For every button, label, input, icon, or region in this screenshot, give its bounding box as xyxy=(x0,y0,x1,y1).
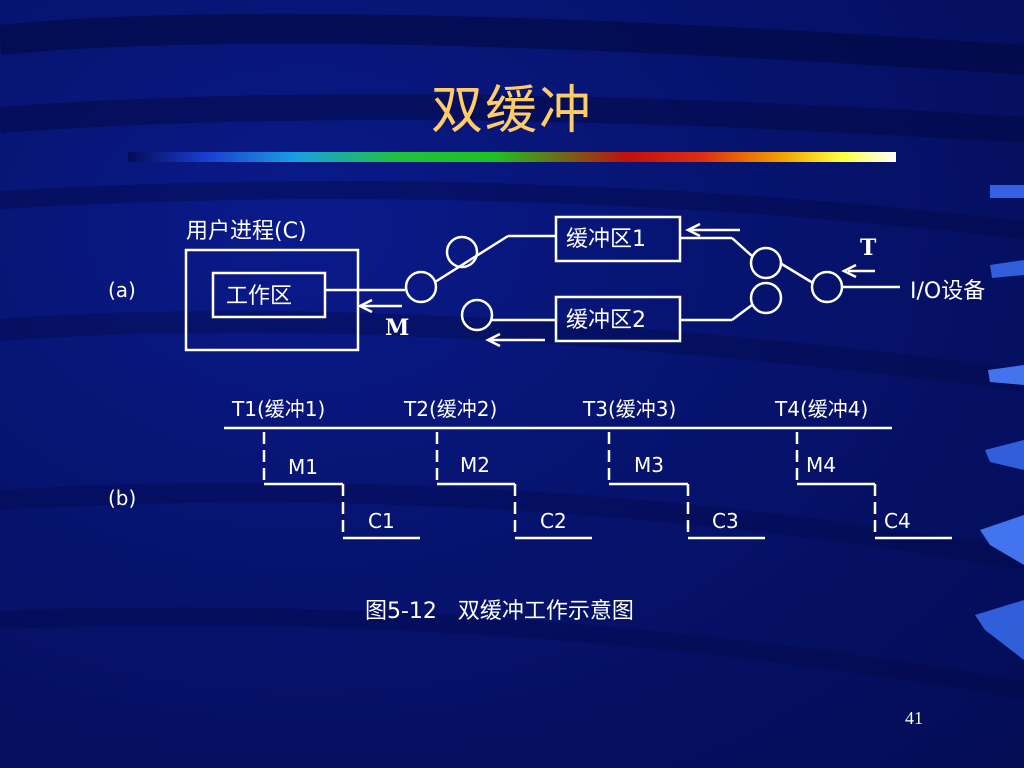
t-label-1: T1(缓冲1) xyxy=(231,397,325,421)
io-device-label: I/O设备 xyxy=(910,279,985,304)
t-label-2: T2(缓冲2) xyxy=(403,397,497,421)
work-area-box xyxy=(211,271,327,319)
c-step-4: C4 xyxy=(884,509,911,533)
switch-circle xyxy=(445,235,479,269)
label-a: (a) xyxy=(108,278,136,302)
m-step-2: M2 xyxy=(460,453,490,477)
user-process-box xyxy=(184,248,360,352)
label-b: (b) xyxy=(108,486,136,510)
m-step-4: M4 xyxy=(806,453,836,477)
user-process-label: 用户进程(C) xyxy=(186,219,307,244)
slide-title: 双缓冲 xyxy=(430,81,593,141)
switch-circle xyxy=(810,270,844,304)
work-area-label: 工作区 xyxy=(226,284,292,309)
m-step-3: M3 xyxy=(634,453,664,477)
rainbow-divider xyxy=(128,152,896,162)
m-step-1: M1 xyxy=(288,455,318,479)
t-label: T xyxy=(860,235,877,261)
t-label-4: T4(缓冲4) xyxy=(774,397,868,421)
c-step-3: C3 xyxy=(712,509,739,533)
switch-circle xyxy=(460,298,494,332)
switch-circle xyxy=(749,281,783,315)
m-label: M xyxy=(385,315,409,341)
c-step-2: C2 xyxy=(540,509,567,533)
page-number: 41 xyxy=(905,708,923,728)
figure-caption: 图5-12 双缓冲工作示意图 xyxy=(365,599,634,624)
t-label-3: T3(缓冲3) xyxy=(582,397,676,421)
switch-circle xyxy=(404,270,438,304)
buffer1-label: 缓冲区1 xyxy=(566,227,646,252)
c-step-1: C1 xyxy=(368,509,395,533)
buffer2-label: 缓冲区2 xyxy=(566,308,646,333)
switch-circle xyxy=(749,246,783,280)
